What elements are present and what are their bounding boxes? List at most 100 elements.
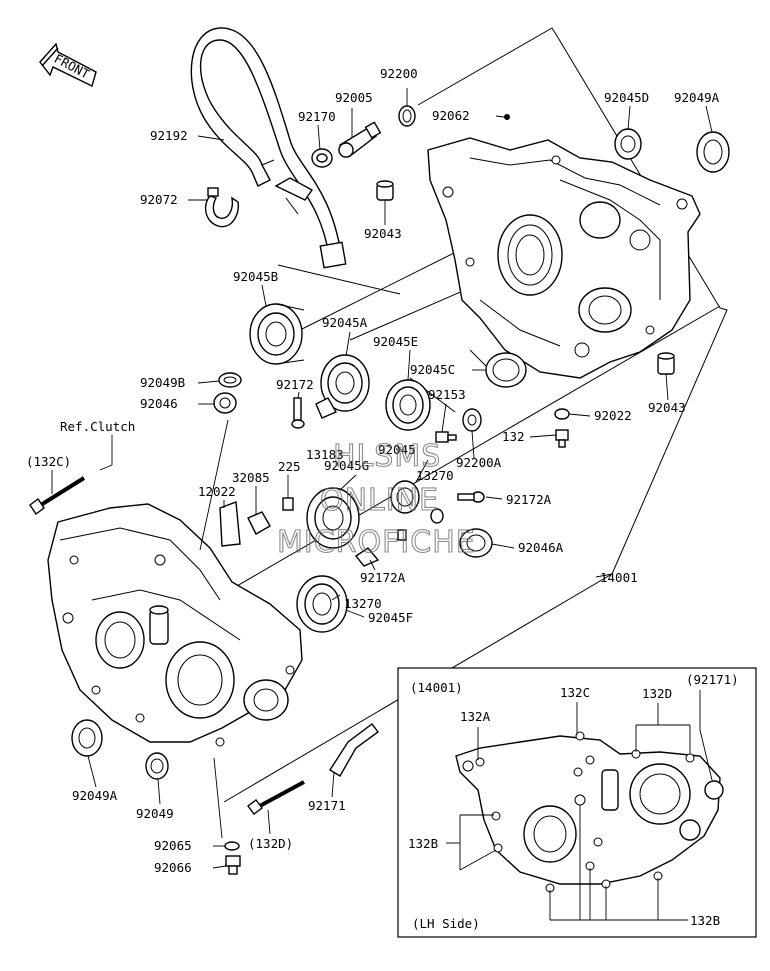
label-92043-top: 92043 [364, 226, 402, 241]
label-92049B: 92049B [140, 375, 185, 390]
washer-92065 [224, 841, 240, 851]
plug-92066 [225, 855, 241, 875]
plate-32085 [247, 511, 271, 535]
bearing-92045D [614, 128, 642, 160]
retainer-13270-top [430, 508, 444, 524]
cover-12022 [219, 501, 241, 547]
bolt-92153 [435, 431, 457, 443]
watermark: HLSMS ONLINE MICROFICHE [276, 438, 476, 560]
label-92066: 92066 [154, 860, 192, 875]
oil-seal-92049 [145, 752, 169, 780]
hose-92192 [190, 27, 347, 269]
watermark-line2: ONLINE [320, 483, 439, 518]
label-92171: 92171 [308, 798, 346, 813]
bearing-92046A [459, 528, 493, 558]
label-92172: 92172 [276, 377, 314, 392]
bolt-132D [247, 780, 305, 815]
label-92200A: 92200A [456, 455, 502, 470]
inset-label-132A: 132A [460, 709, 491, 724]
oring-92200 [398, 105, 416, 127]
label-92045F: 92045F [368, 610, 413, 625]
label-92172A-right: 92172A [506, 492, 552, 507]
label-92045E: 92045E [373, 334, 418, 349]
bearing-92045E [385, 379, 431, 431]
watermark-line1: HLSMS [333, 439, 441, 474]
label-92043-right: 92043 [648, 400, 686, 415]
label-92192: 92192 [150, 128, 188, 143]
plate-13183 [315, 397, 337, 419]
label-92046: 92046 [140, 396, 178, 411]
label-13270-top: 13270 [416, 468, 454, 483]
label-92153: 92153 [428, 387, 466, 402]
washer-92022 [554, 408, 570, 420]
seal-92049B [218, 372, 242, 388]
inset-label-132D: 132D [642, 686, 672, 701]
label-92045: 92045 [378, 442, 416, 457]
screw-92172A-right [457, 491, 485, 503]
leader-lines [51, 88, 713, 869]
label-92045B: 92045B [233, 269, 278, 284]
label-92045D: 92045D [604, 90, 649, 105]
front-label: FRONT [52, 51, 93, 82]
callout-labels: 92200 92005 92170 92192 92062 92045D 920… [26, 66, 739, 931]
label-13270-bottom: 13270 [344, 596, 382, 611]
bearing-92046 [213, 392, 237, 414]
label-12022: 12022 [198, 484, 236, 499]
label-132C: (132C) [26, 454, 71, 469]
inset-label-92171: (92171) [686, 672, 739, 687]
label-13183: 13183 [306, 447, 344, 462]
label-ref-clutch: Ref.Clutch [60, 419, 135, 434]
oil-seal-92049A-top [696, 131, 730, 173]
label-92049A-bottom: 92049A [72, 788, 118, 803]
bearing-92045-lower [390, 480, 420, 514]
right-crankcase [427, 137, 701, 379]
bracket-92171 [329, 723, 379, 777]
bearing-92045B [249, 303, 305, 365]
label-92062: 92062 [432, 108, 470, 123]
bearing-92045A [320, 354, 370, 412]
label-225: 225 [278, 459, 301, 474]
label-92045C: 92045C [410, 362, 455, 377]
left-crankcase [47, 503, 303, 747]
inset-footer: (LH Side) [412, 916, 480, 931]
front-arrow-icon: FRONT [39, 42, 97, 87]
oil-seal-92049A-bottom [71, 719, 103, 757]
bolt-132 [555, 429, 569, 448]
lh-side-inset [397, 667, 757, 938]
label-92049: 92049 [136, 806, 174, 821]
label-132: 132 [502, 429, 525, 444]
label-92049A-top: 92049A [674, 90, 720, 105]
inset-label-132C: 132C [560, 685, 590, 700]
plug-92062 [504, 114, 510, 120]
label-92045G: 92045G [324, 458, 369, 473]
label-14001: 14001 [600, 570, 638, 585]
clamp-92170 [311, 148, 333, 168]
bearing-92045G [306, 487, 360, 549]
label-132D: (132D) [248, 836, 293, 851]
label-92172A-mid: 92172A [360, 570, 406, 585]
bearing-92045C [485, 352, 527, 388]
label-92065: 92065 [154, 838, 192, 853]
label-92022: 92022 [594, 408, 632, 423]
clamp-92072 [204, 187, 239, 228]
dowel-92043-right [657, 352, 675, 375]
watermark-line3: MICROFICHE [277, 525, 476, 560]
label-92046A: 92046A [518, 540, 564, 555]
label-92200: 92200 [380, 66, 418, 81]
bearing-92045F [296, 575, 348, 633]
screw-225 [282, 497, 294, 511]
screw-92172A-mid [354, 529, 407, 567]
screw-92172 [291, 397, 305, 429]
bolt-132C [29, 476, 86, 516]
label-92005: 92005 [335, 90, 373, 105]
label-92045A: 92045A [322, 315, 368, 330]
inset-label-132B-left: 132B [408, 836, 438, 851]
inset-label-132B-right: 132B [690, 913, 720, 928]
fitting-92005 [338, 121, 382, 158]
label-92072: 92072 [140, 192, 178, 207]
label-32085: 32085 [232, 470, 270, 485]
washer-92200A [462, 408, 482, 432]
inset-title: (14001) [410, 680, 463, 695]
label-92170: 92170 [298, 109, 336, 124]
